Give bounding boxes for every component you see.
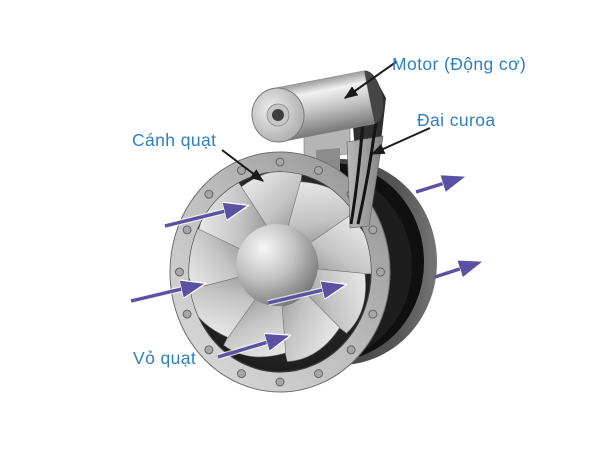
airflow-in-arrow [130,284,203,303]
airflow-outlet-arrows [415,177,481,279]
fan-hub [236,224,318,306]
motor-pointer-arrow [344,61,397,99]
housing-label: Vỏ quạt [133,348,197,368]
motor-label: Motor (Động cơ) [392,54,527,74]
blades-pointer-arrow [221,149,264,182]
belt-label: Đai curoa [417,110,496,130]
airflow-out-arrow [434,262,481,279]
airflow-out-arrow [415,177,464,194]
belt-channel [346,135,384,229]
airflow-inlet-arrows [130,206,344,360]
airflow-in-arrow [164,206,246,228]
belt-pointer-arrow [370,127,431,155]
airflow-in-arrow [267,285,344,305]
annotation-arrows [221,61,431,182]
blades-label: Cánh quạt [132,130,217,150]
airflow-in-arrow [217,336,288,359]
motor [251,70,384,143]
